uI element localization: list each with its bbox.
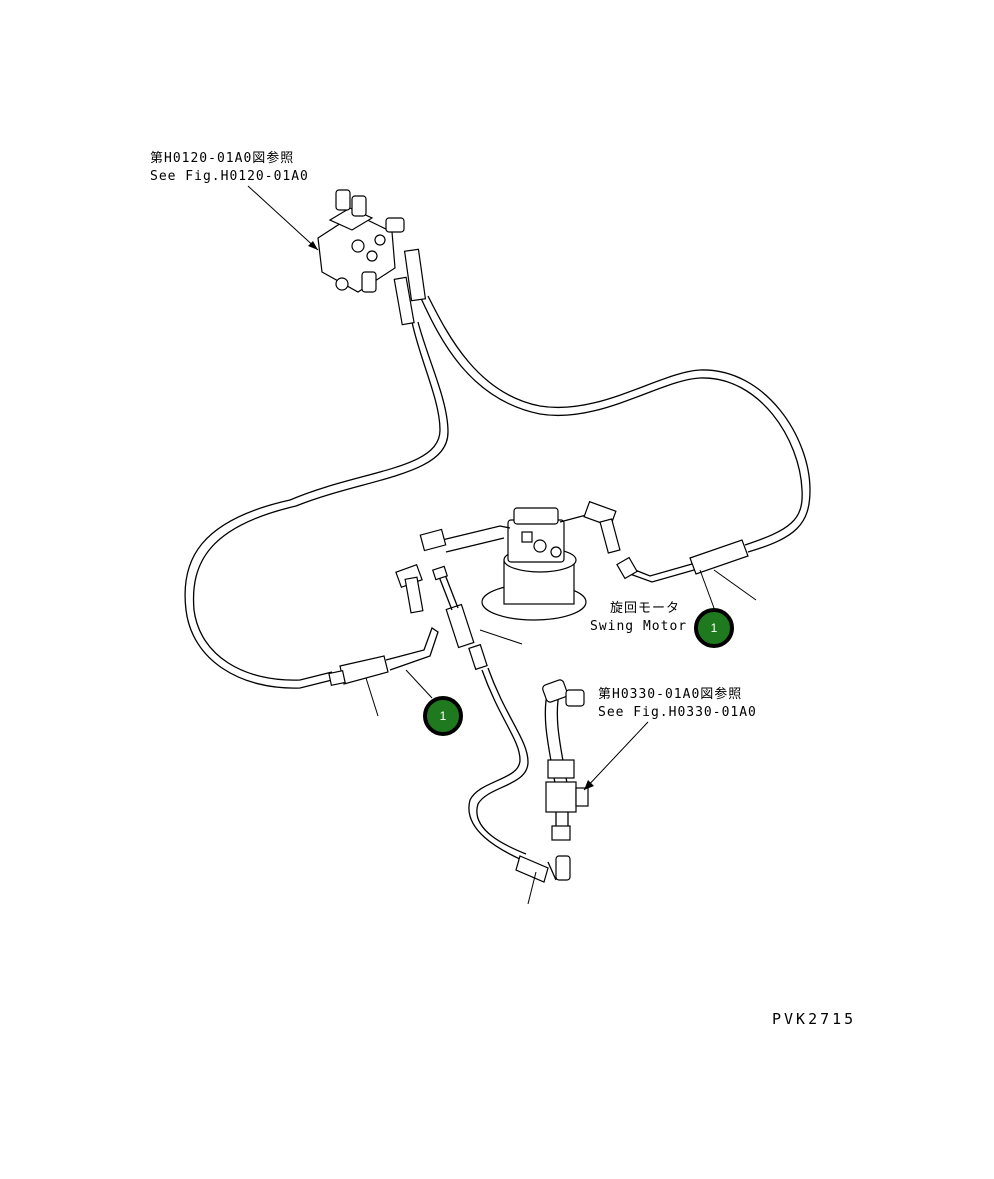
- hose-fitting-left: [328, 627, 439, 687]
- item-badge-number: 1: [440, 709, 447, 723]
- leader-line: [479, 629, 523, 645]
- swing-motor-label-jp: 旋回モータ: [610, 601, 680, 616]
- hose-line-3: [431, 565, 549, 883]
- item-badge-2[interactable]: 1: [423, 696, 463, 736]
- valve-hose-fittings: [393, 248, 427, 326]
- leader-line: [247, 185, 319, 251]
- arrow-head-icon: [308, 241, 318, 250]
- hose-line-1: [184, 321, 449, 689]
- callout-bracket-jp: 第H0330-01A0図参照: [598, 686, 742, 702]
- badge-leaders: [365, 569, 757, 905]
- bracket-assembly-part: [542, 679, 589, 881]
- callout-swing-motor: 旋回モータ Swing Motor: [479, 601, 687, 645]
- control-valve-part: [317, 189, 405, 293]
- item-badge-number: 1: [711, 621, 718, 635]
- arrow-head-icon: [584, 780, 594, 790]
- swing-motor-label-en: Swing Motor: [590, 619, 687, 634]
- hose-fitting-right: [616, 539, 749, 583]
- motor-port-pipes: [395, 500, 621, 614]
- callout-bracket: 第H0330-01A0図参照 See Fig.H0330-01A0: [583, 686, 757, 791]
- swing-motor-part: [481, 507, 587, 621]
- callout-control-valve-jp: 第H0120-01A0図参照: [150, 150, 294, 166]
- callout-bracket-en: See Fig.H0330-01A0: [598, 705, 757, 720]
- leader-line: [583, 721, 649, 791]
- drawing-code: PVK2715: [772, 1010, 856, 1028]
- callout-control-valve: 第H0120-01A0図参照 See Fig.H0120-01A0: [150, 150, 319, 251]
- callout-control-valve-en: See Fig.H0120-01A0: [150, 169, 309, 184]
- item-badge-1[interactable]: 1: [694, 608, 734, 648]
- hose-line-2: [419, 295, 811, 553]
